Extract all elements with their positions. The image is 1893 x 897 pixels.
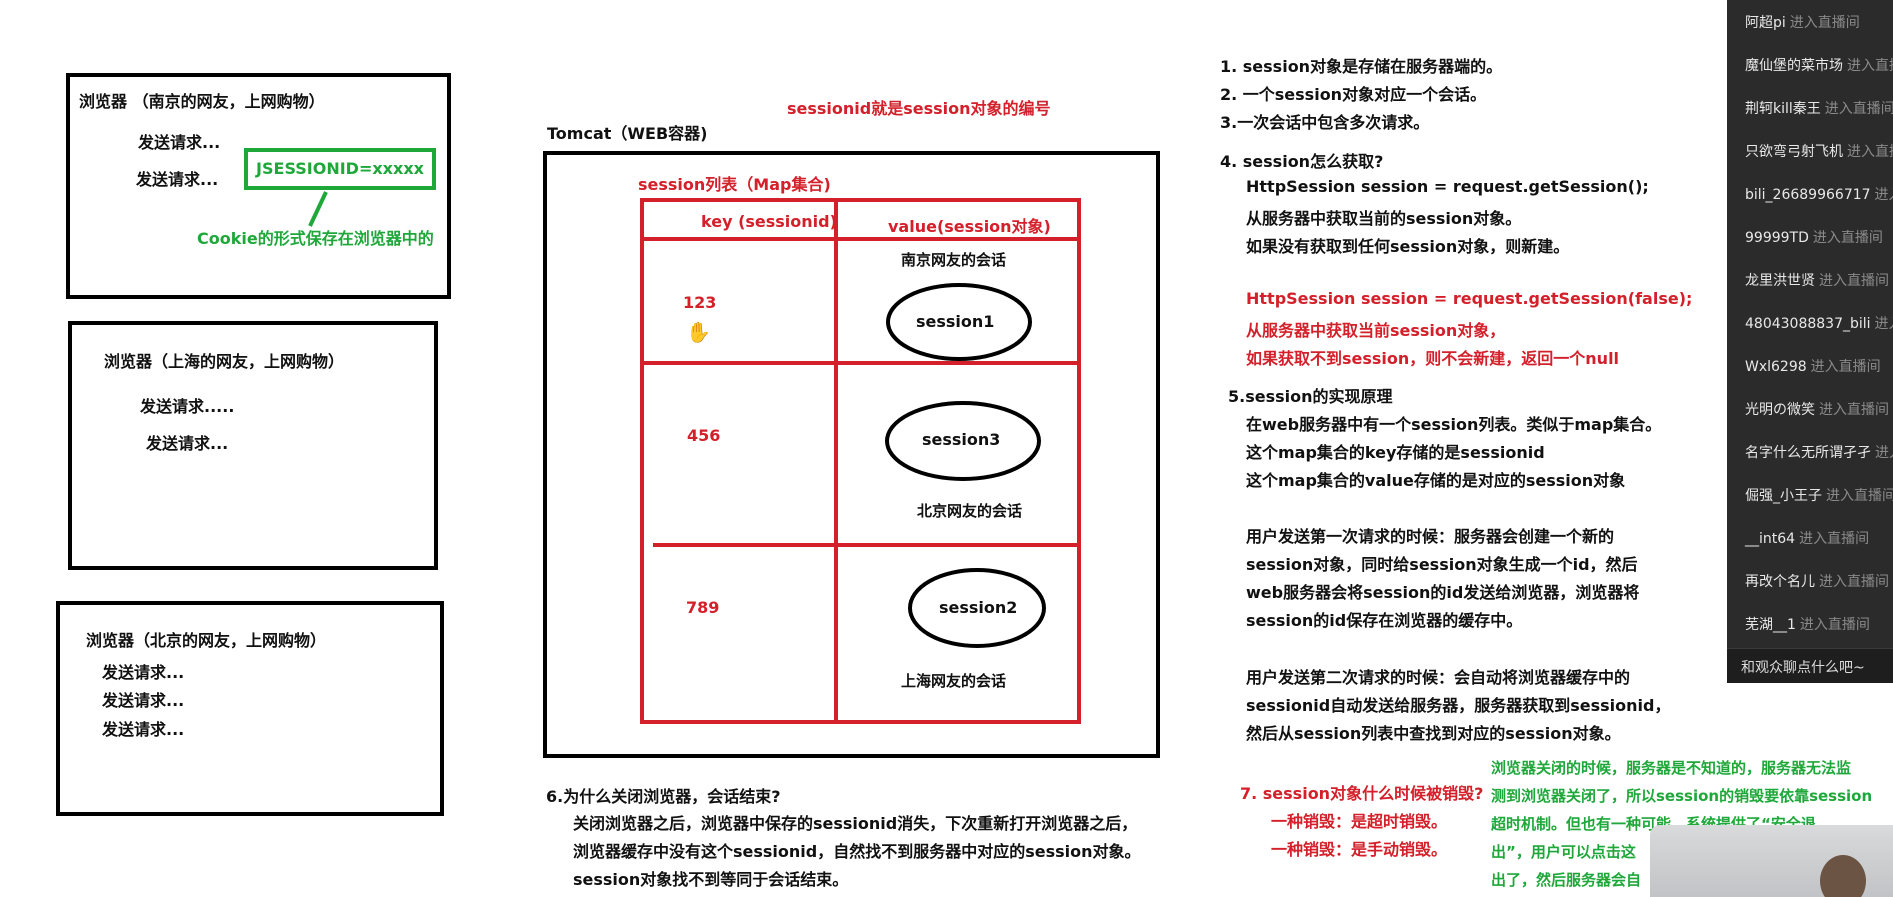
note-line: 2. 一个session对象对应一个会话。 [1220,85,1487,104]
sec6-title: 6.为什么关闭浏览器，会话结束? [546,787,781,806]
session3-ellipse [885,401,1041,481]
request-text: 发送请求... [138,133,221,152]
webcam-overlay [1650,825,1893,897]
sec4-red-line: 如果获取不到session，则不会新建，返回一个null [1246,349,1620,368]
sec5-line: 这个map集合的value存储的是对应的session对象 [1246,471,1626,490]
sec5-para1: session对象，同时给session对象生成一个id，然后 [1246,555,1638,574]
session-note: 上海网友的会话 [901,672,1007,690]
chat-entry[interactable]: 只欲弯弓射飞机进入直播间 [1745,144,1893,160]
sessionid-note: sessionid就是session对象的编号 [787,99,1051,118]
sec4-line: HttpSession session = request.getSession… [1246,177,1649,196]
sec5-para1: 用户发送第一次请求的时候：服务器会创建一个新的 [1246,527,1615,546]
chat-entry[interactable]: 荆轲kill秦王进入直播间 [1745,101,1893,117]
sec5-line: 这个map集合的key存储的是sessionid [1246,443,1545,462]
sec5-para2: 然后从session列表中查找到对应的session对象。 [1246,724,1621,743]
chat-entry[interactable]: 再改个名儿进入直播间 [1745,574,1889,590]
session-note: 北京网友的会话 [917,502,1023,520]
green-note-line: 出了，然后服务器会自 [1491,871,1642,889]
sec4-line: 如果没有获取到任何session对象，则新建。 [1246,237,1570,256]
tomcat-container [543,151,1160,758]
chat-entry[interactable]: 倔强_小王子进入直播间 [1745,488,1893,504]
sec5-title: 5.session的实现原理 [1228,387,1393,406]
browser-title: 浏览器 （南京的网友，上网购物） [79,92,325,111]
chat-entry[interactable]: 龙里洪世贤进入直播间 [1745,273,1889,289]
sec4-red-line: HttpSession session = request.getSession… [1246,289,1693,308]
request-text: 发送请求..... [140,397,235,416]
cookie-note: Cookie的形式保存在浏览器中的 [197,229,434,248]
sec4-red-line: 从服务器中获取当前session对象， [1246,321,1506,340]
request-text: 发送请求... [102,720,185,739]
chat-entry[interactable]: 名字什么无所谓孑孑进入直播间 [1745,445,1893,461]
request-text: 发送请求... [102,663,185,682]
chat-entry[interactable]: 光明の微笑进入直播间 [1745,402,1889,418]
browser-title: 浏览器（上海的网友，上网购物） [104,352,345,371]
session-list-title: session列表（Map集合) [638,175,831,194]
request-text: 发送请求... [102,691,185,710]
sec5-para1: web服务器会将session的id发送给浏览器，浏览器将 [1246,583,1640,602]
sec6-line: 浏览器缓存中没有这个sessionid，自然找不到服务器中对应的session对… [573,842,1141,861]
sec7-title: 7. session对象什么时候被销毁? [1240,784,1484,803]
sec5-line: 在web服务器中有一个session列表。类似于map集合。 [1246,415,1662,434]
browser-box-shanghai [68,321,438,570]
sec7-line: 一种销毁：是超时销毁。 [1271,812,1448,831]
sec4-line: 从服务器中获取当前的session对象。 [1246,209,1522,228]
note-line: 1. session对象是存储在服务器端的。 [1220,57,1503,76]
request-text: 发送请求... [146,434,229,453]
sec5-para1: session的id保存在浏览器的缓存中。 [1246,611,1523,630]
green-note-line: 浏览器关闭的时候，服务器是不知道的，服务器无法监 [1491,759,1852,777]
green-note-line: 出”，用户可以点击这 [1491,843,1636,861]
session-key: 456 [687,426,721,445]
sec5-para2: sessionid自动发送给服务器，服务器获取到sessionid， [1246,696,1671,715]
presenter-face [1820,855,1866,897]
chat-entry[interactable]: 魔仙堡的菜市场进入直播间 [1745,58,1893,74]
session-name: session2 [939,598,1018,617]
session-name: session1 [916,312,995,331]
browser-box-beijing [56,601,444,816]
sec6-line: session对象找不到等同于会话结束。 [573,870,849,889]
tomcat-label: Tomcat（WEB容器) [547,124,708,143]
sec6-line: 关闭浏览器之后，浏览器中保存的sessionid消失，下次重新打开浏览器之后， [573,814,1138,833]
chat-entry[interactable]: 48043088837_bili进入直播间 [1745,316,1893,332]
session-name: session3 [922,430,1001,449]
browser-title: 浏览器（北京的网友，上网购物） [86,631,327,650]
sec7-line: 一种销毁：是手动销毁。 [1271,840,1448,859]
hand-cursor-icon: ✋ [686,320,711,344]
green-note-line: 测到浏览器关闭了，所以session的销毁要依靠session [1491,787,1873,805]
session2-ellipse [908,568,1046,648]
cookie-pointer-line [308,191,328,227]
request-text: 发送请求... [136,170,219,189]
sec4-title: 4. session怎么获取? [1220,152,1384,171]
chat-input[interactable]: 和观众聊点什么吧~ [1727,648,1893,683]
session-key: 123 [683,293,717,312]
session1-ellipse [886,283,1032,361]
session-key: 789 [686,598,720,617]
chat-entry[interactable]: bili_26689966717进入直播间 [1745,187,1893,203]
table-header-value: value(session对象) [888,217,1051,236]
browser-box-nanjing [66,73,451,299]
sec5-para2: 用户发送第二次请求的时候：会自动将浏览器缓存中的 [1246,668,1631,687]
table-header-key: key (sessionid) [701,212,837,231]
jsessionid-cookie: JSESSIONID=xxxxx [244,148,436,190]
session-note: 南京网友的会话 [901,251,1007,269]
chat-input-placeholder: 和观众聊点什么吧~ [1741,660,1865,676]
note-line: 3.一次会话中包含多次请求。 [1220,113,1430,132]
